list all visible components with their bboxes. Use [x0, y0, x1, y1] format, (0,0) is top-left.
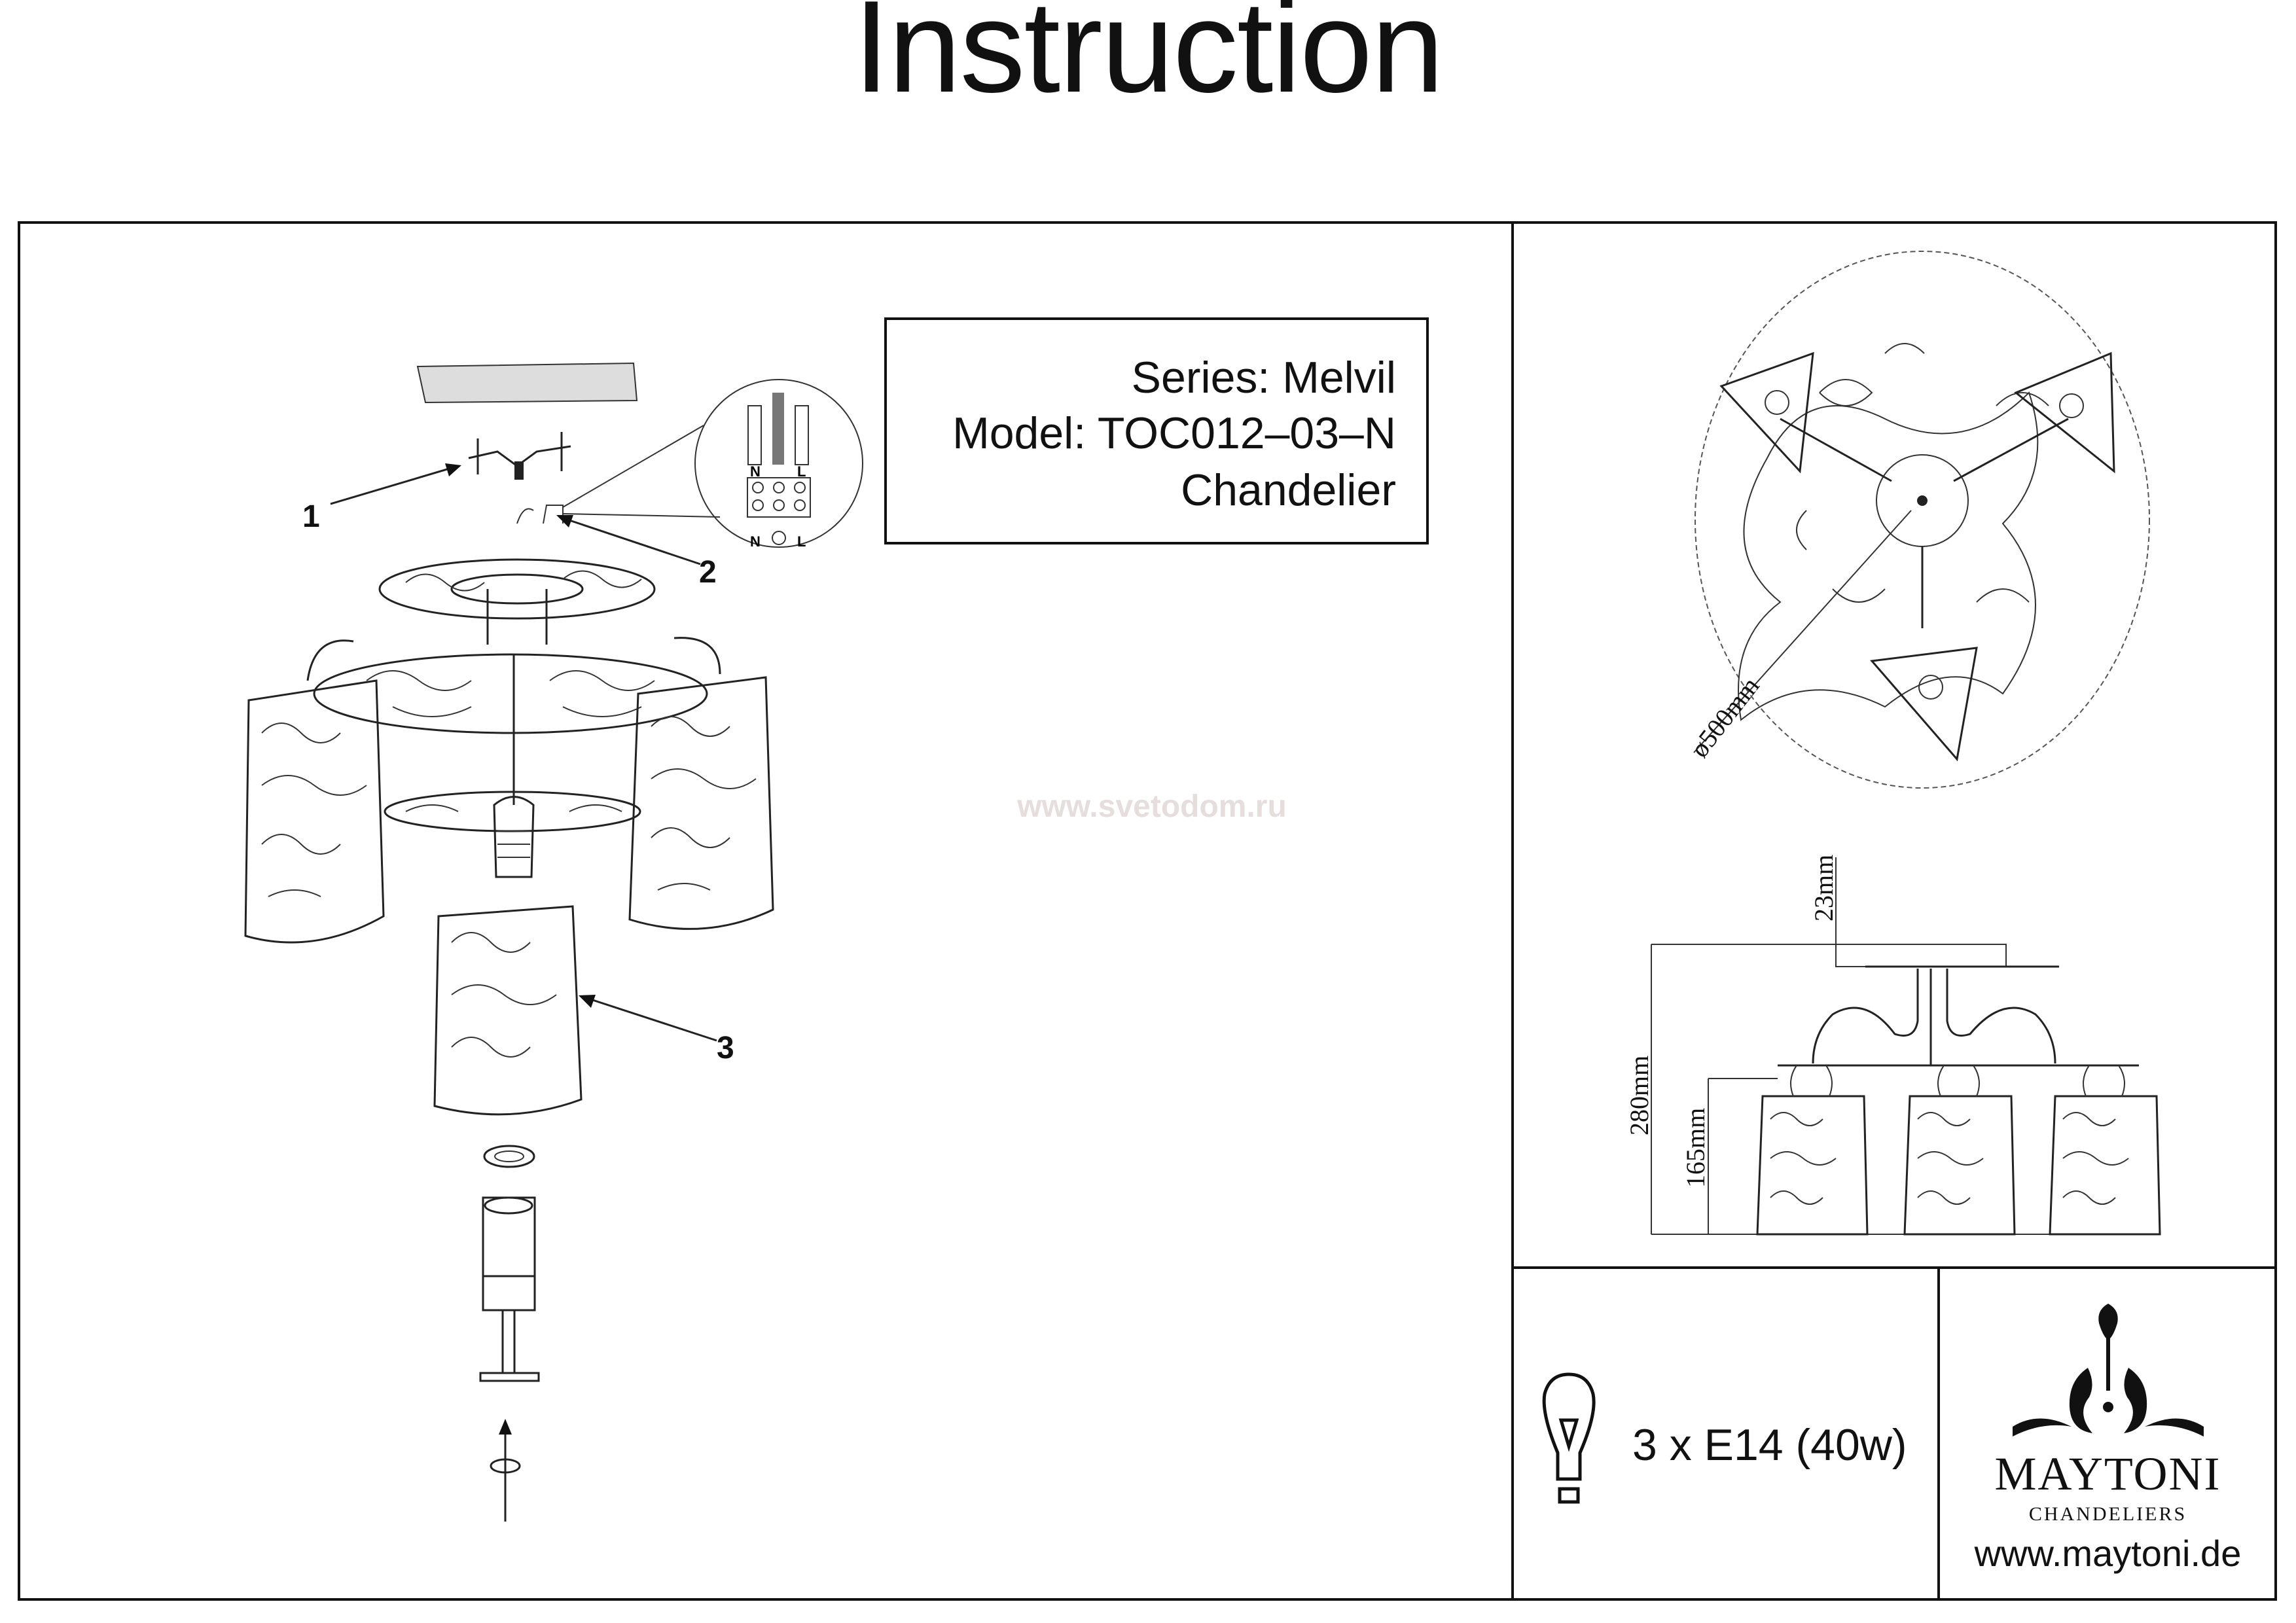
wire-label-neutral-bottom: N — [750, 533, 761, 550]
ceiling-plate — [416, 362, 638, 404]
wire-label-neutral-top: N — [750, 463, 761, 480]
product-type-label: Chandelier — [1181, 465, 1396, 515]
maytoni-logo-ornament — [2013, 1304, 2204, 1436]
watermark: www.svetodom.ru — [1017, 789, 1287, 824]
callout-1: 1 — [302, 499, 320, 534]
callout-arrow-1 — [330, 465, 459, 505]
mounting-bracket — [468, 432, 571, 480]
light-bulb-icon — [1542, 1372, 1596, 1504]
lamp-socket — [479, 1196, 540, 1382]
footer-divider — [1937, 1266, 1940, 1601]
instruction-frame — [18, 221, 2277, 1601]
row-divider — [1511, 1266, 2277, 1269]
rotate-arrow-icon — [490, 1419, 521, 1522]
callout-3: 3 — [717, 1031, 734, 1065]
wiring-detail: N L N L — [562, 379, 863, 550]
retaining-ring — [483, 1145, 535, 1168]
diameter-dimension: ø500mm — [1685, 671, 1765, 763]
product-info-box: Series: Melvil Model: TOC012–03–N Chande… — [884, 317, 1429, 544]
callout-2: 2 — [699, 555, 717, 590]
wire-label-live-top: L — [797, 463, 806, 480]
callout-arrow-3 — [582, 995, 717, 1042]
lamp-shade-right — [628, 676, 774, 930]
side-view-drawing: 23mm 280mm 165mm — [1624, 855, 2161, 1236]
top-shade-bottom — [1870, 647, 1978, 762]
ground-icon — [772, 531, 786, 545]
shade-height-dimension: 165mm — [1681, 1108, 1710, 1188]
brand-name: MAYTONI — [1994, 1448, 2221, 1500]
total-height-dimension: 280mm — [1624, 1056, 1654, 1135]
series-label: Series: Melvil — [1131, 353, 1396, 402]
wire-label-live-bottom: L — [797, 533, 806, 550]
lamp-shade-detached — [433, 905, 583, 1116]
lamp-shade-left — [244, 679, 385, 944]
callout-arrow-2 — [559, 516, 701, 565]
brand-subtitle: CHANDELIERS — [2028, 1503, 2187, 1525]
side-shade-1 — [1756, 1065, 1869, 1236]
column-divider — [1511, 221, 1514, 1601]
top-shade-left — [1719, 351, 1814, 474]
side-shade-3 — [2049, 1065, 2161, 1236]
page-title: Instruction — [853, 0, 1444, 120]
brand-website-link[interactable]: www.maytoni.de — [1974, 1533, 2242, 1574]
top-shade-right — [2014, 351, 2115, 474]
canopy-height-dimension: 23mm — [1809, 855, 1839, 921]
chandelier-body — [306, 558, 721, 878]
top-view-drawing: ø500mm — [1685, 251, 2150, 789]
assembly-diagram: 1 2 N L N L — [244, 362, 863, 1522]
side-shade-2 — [1903, 1065, 2016, 1236]
model-label: Model: TOC012–03–N — [952, 408, 1396, 458]
bulb-spec: 3 x E14 (40w) — [1632, 1420, 1907, 1470]
